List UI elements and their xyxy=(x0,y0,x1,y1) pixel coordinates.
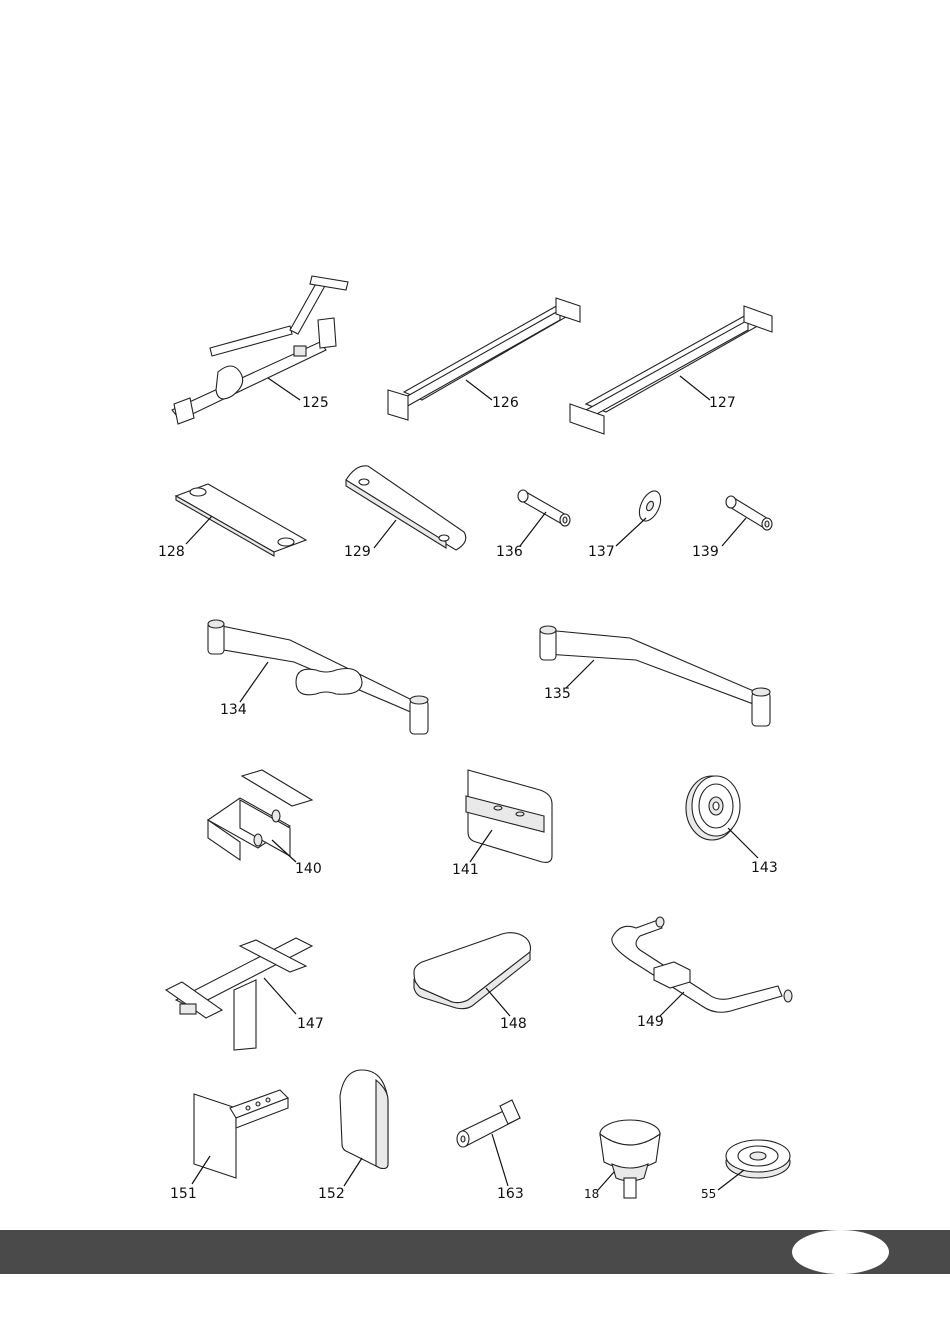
part-55-drawing: 55 xyxy=(701,1140,790,1201)
part-label-134: 134 xyxy=(220,702,247,718)
part-139-drawing: 139 xyxy=(692,496,772,560)
part-label-18: 18 xyxy=(584,1187,599,1201)
part-label-128: 128 xyxy=(158,544,185,560)
part-147-drawing: 147 xyxy=(166,938,324,1050)
part-129-drawing: 129 xyxy=(344,466,466,560)
part-148-drawing: 148 xyxy=(414,933,531,1032)
part-163-drawing: 163 xyxy=(457,1100,524,1202)
page-number-badge xyxy=(792,1230,889,1274)
part-label-129: 129 xyxy=(344,544,371,560)
part-label-55: 55 xyxy=(701,1187,716,1201)
part-143-drawing: 143 xyxy=(686,776,778,876)
part-label-136: 136 xyxy=(496,544,523,560)
part-label-125: 125 xyxy=(302,395,329,411)
part-label-149: 149 xyxy=(637,1014,664,1030)
part-label-152: 152 xyxy=(318,1186,345,1202)
part-151-drawing: 151 xyxy=(170,1090,288,1202)
part-134-drawing: 134 xyxy=(208,620,428,734)
part-label-141: 141 xyxy=(452,862,479,878)
part-label-163: 163 xyxy=(497,1186,524,1202)
part-125-drawing: 125 xyxy=(172,276,348,424)
part-label-139: 139 xyxy=(692,544,719,560)
part-label-137: 137 xyxy=(588,544,615,560)
part-140-drawing: 140 xyxy=(208,770,322,877)
part-label-126: 126 xyxy=(492,395,519,411)
part-137-drawing: 137 xyxy=(588,488,665,560)
part-label-147: 147 xyxy=(297,1016,324,1032)
part-label-148: 148 xyxy=(500,1016,527,1032)
part-135-drawing: 135 xyxy=(540,626,770,726)
part-149-drawing: 149 xyxy=(612,917,792,1030)
part-152-drawing: 152 xyxy=(318,1070,388,1202)
part-label-140: 140 xyxy=(295,861,322,877)
part-label-127: 127 xyxy=(709,395,736,411)
part-label-143: 143 xyxy=(751,860,778,876)
part-label-135: 135 xyxy=(544,686,571,702)
part-126-drawing: 126 xyxy=(388,298,580,420)
part-127-drawing: 127 xyxy=(570,306,772,434)
part-18-drawing: 18 xyxy=(584,1120,660,1201)
part-128-drawing: 128 xyxy=(158,484,306,560)
part-136-drawing: 136 xyxy=(496,490,570,560)
part-141-drawing: 141 xyxy=(452,770,552,878)
part-label-151: 151 xyxy=(170,1186,197,1202)
